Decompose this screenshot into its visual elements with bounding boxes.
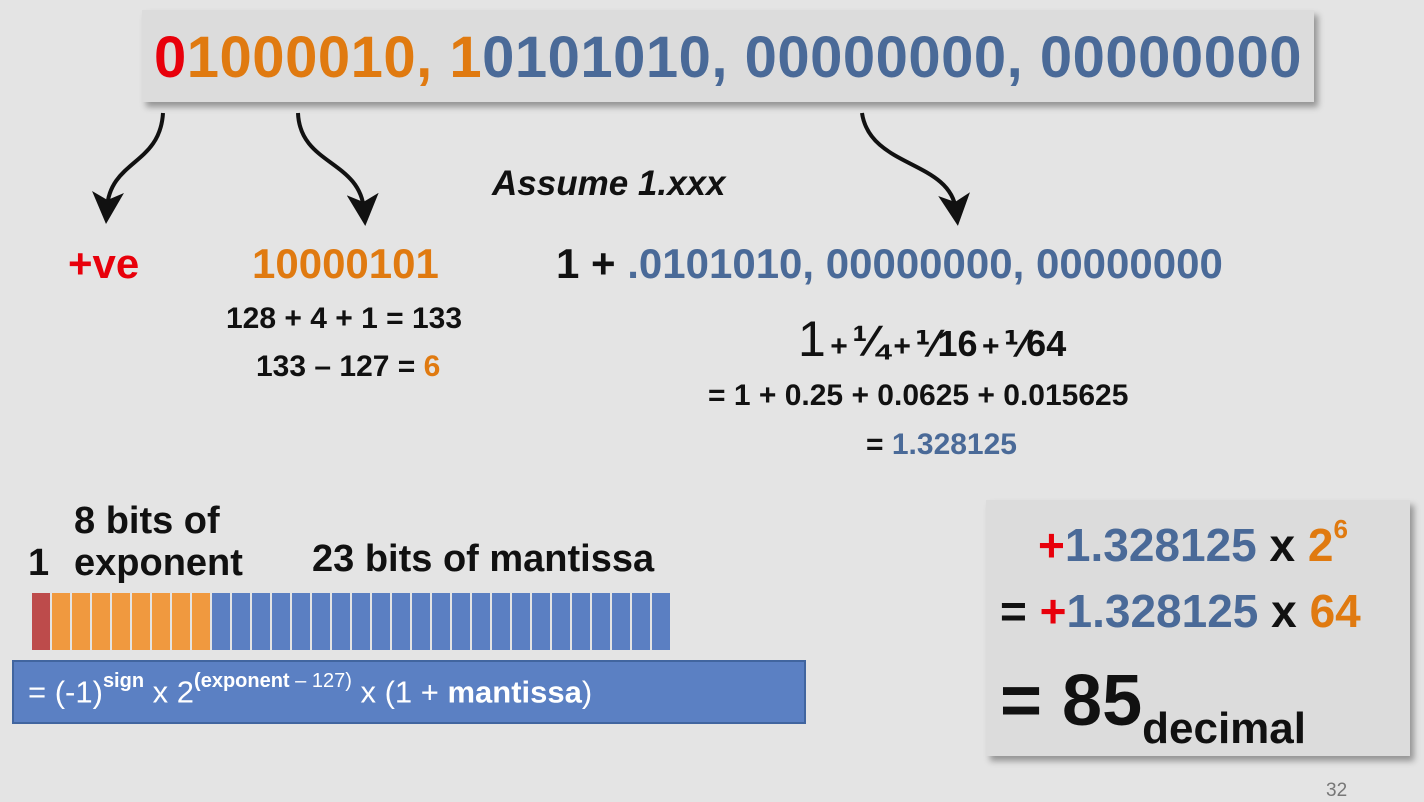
exponent-bit-cell (172, 593, 190, 650)
mantissa-fractions: 1 + ¼ + ⅟16 + ⅟64 (798, 311, 1067, 367)
exponent-label-line1: 8 bits of (74, 500, 220, 542)
mantissa-bit-cell (212, 593, 230, 650)
mantissa-bit-cell (392, 593, 410, 650)
bit-layout-strip (32, 593, 672, 650)
mantissa-bit-cell (452, 593, 470, 650)
page-number: 32 (1326, 780, 1348, 801)
exponent-bit-cell (112, 593, 130, 650)
exponent-bit-cell (72, 593, 90, 650)
mantissa-bit-cell (292, 593, 310, 650)
result-box: +1.328125 x 26 = +1.328125 x 64 = 85deci… (986, 500, 1410, 756)
assume-label: Assume 1.xxx (492, 164, 726, 203)
exponent-bit-cell (132, 593, 150, 650)
mantissa-arrow (860, 112, 970, 226)
mantissa-bit-cell (432, 593, 450, 650)
mantissa-bit-cell (272, 593, 290, 650)
binary-bits: 01000010, 10101010, 00000000, 00000000 (142, 24, 1314, 91)
mantissa-bit-cell (332, 593, 350, 650)
exponent-bit-cell (192, 593, 210, 650)
exponent-bit-cell (52, 593, 70, 650)
result-line3: = 85decimal (1000, 661, 1307, 753)
mantissa-bits: 0101010, 00000000, 00000000 (482, 25, 1302, 90)
mantissa-decimal-sum: = 1 + 0.25 + 0.0625 + 0.015625 (708, 379, 1129, 412)
mantissa-bit-cell (492, 593, 510, 650)
sign-bit: 0 (154, 25, 187, 90)
mantissa-bit-cell (532, 593, 550, 650)
mantissa-bit-cell (612, 593, 630, 650)
exponent-bit-cell (152, 593, 170, 650)
mantissa-bit-cell (572, 593, 590, 650)
exponent-binary: 10000101 (252, 240, 439, 287)
exponent-bits: 1000010, 1 (186, 25, 483, 90)
ieee754-formula: = (-1)sign x 2(exponent – 127) x (1 + ma… (28, 670, 593, 710)
exponent-bit-cell (92, 593, 110, 650)
mantissa-bit-cell (652, 593, 670, 650)
exponent-arrow (296, 112, 379, 226)
formula-box: = (-1)sign x 2(exponent – 127) x (1 + ma… (12, 660, 806, 724)
sign-bit-cell (32, 593, 50, 650)
mantissa-bit-cell (232, 593, 250, 650)
result-line2: = +1.328125 x 64 (1000, 585, 1361, 637)
mantissa-fraction-bits: .0101010, 00000000, 00000000 (627, 240, 1223, 287)
sign-bit-count-label: 1 (28, 542, 50, 584)
sign-arrow (92, 112, 165, 224)
binary-representation-box: 01000010, 10101010, 00000000, 00000000 (142, 10, 1314, 102)
exponent-value: 6 (423, 350, 441, 383)
mantissa-bit-cell (512, 593, 530, 650)
mantissa-bit-cell (472, 593, 490, 650)
mantissa-bit-cell (372, 593, 390, 650)
mantissa-result: = 1.328125 (866, 428, 1017, 461)
mantissa-bit-cell (552, 593, 570, 650)
exponent-bias-calc: 133 – 127 = 6 (256, 350, 441, 383)
mantissa-bit-cell (352, 593, 370, 650)
mantissa-bit-cell (252, 593, 270, 650)
exponent-label-line2: exponent (74, 542, 243, 584)
mantissa-expansion: 1 + .0101010, 00000000, 00000000 (556, 240, 1223, 287)
exponent-sum: 128 + 4 + 1 = 133 (226, 302, 463, 335)
sign-value: +ve (68, 240, 140, 287)
mantissa-bit-cell (312, 593, 330, 650)
mantissa-bit-cell (592, 593, 610, 650)
mantissa-label: 23 bits of mantissa (312, 538, 655, 580)
mantissa-bit-cell (412, 593, 430, 650)
mantissa-bit-cell (632, 593, 650, 650)
result-line1: +1.328125 x 26 (1038, 514, 1348, 571)
